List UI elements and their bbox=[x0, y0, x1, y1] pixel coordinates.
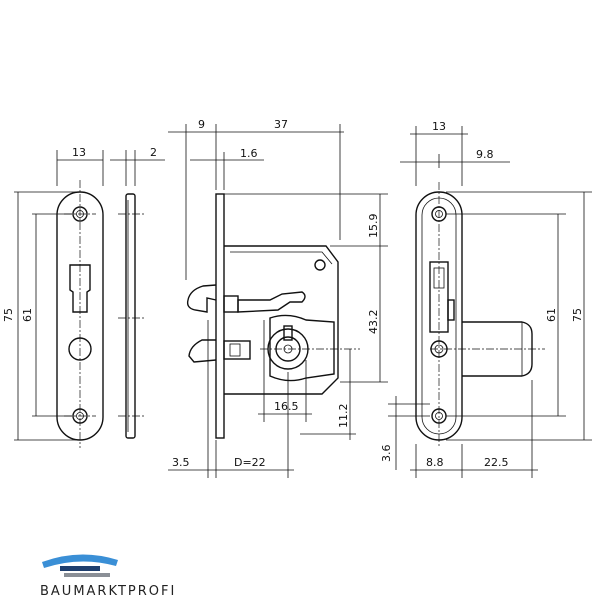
dim-right-offset: 9.8 bbox=[476, 148, 494, 161]
dim-front-height: 75 bbox=[2, 308, 15, 322]
logo-text: BAUMARKTPROFI bbox=[40, 584, 176, 599]
baumarktprofi-logo: BAUMARKTPROFI bbox=[40, 554, 176, 599]
bolt-view bbox=[415, 182, 545, 448]
dim-right-height: 75 bbox=[571, 308, 584, 322]
front-top-hole bbox=[72, 206, 88, 222]
dim-backset-left: 9 bbox=[198, 118, 205, 131]
latch-slot bbox=[69, 264, 91, 313]
faceplate-edge bbox=[215, 193, 225, 439]
dim-key-width: 16.5 bbox=[274, 400, 299, 413]
dim-key-offset: 11.2 bbox=[337, 404, 350, 429]
dim-plate-offset: 1.6 bbox=[240, 147, 258, 160]
dim-backset: D=22 bbox=[234, 456, 266, 469]
hook-latch bbox=[186, 284, 217, 313]
side-plate bbox=[125, 193, 136, 439]
case-screw bbox=[314, 259, 326, 271]
dim-front-hole-spacing: 61 bbox=[21, 308, 34, 322]
dim-right-width: 13 bbox=[432, 120, 446, 133]
logo-roof-icon bbox=[42, 554, 118, 568]
lock-case bbox=[224, 245, 339, 395]
lock-body-dimensions: 9 37 1.6 15.9 43.2 16.5 11.2 3.5 D=22 bbox=[168, 118, 388, 478]
dim-case-depth: 37 bbox=[274, 118, 288, 131]
lower-bolt bbox=[188, 339, 217, 363]
dim-side-thickness: 2 bbox=[150, 146, 157, 159]
dim-top-offset: 15.9 bbox=[367, 214, 380, 239]
dim-case-height: 43.2 bbox=[367, 310, 380, 335]
dim-bolt-throw: 22.5 bbox=[484, 456, 509, 469]
logo-bar-gray bbox=[64, 573, 110, 577]
logo-bar-dark bbox=[60, 566, 100, 571]
dim-plate-edge: 3.5 bbox=[172, 456, 190, 469]
front-view-dimensions: 13 75 61 bbox=[2, 146, 104, 441]
cylinder-housing bbox=[269, 314, 335, 382]
dim-bottom-offset: 3.6 bbox=[380, 445, 393, 463]
dim-bolt-base: 8.8 bbox=[426, 456, 444, 469]
side-plate-view: 2 bbox=[110, 146, 165, 439]
front-plate-view bbox=[56, 180, 104, 448]
dim-right-hole-spacing: 61 bbox=[545, 308, 558, 322]
dim-front-width: 13 bbox=[72, 146, 86, 159]
bolt-view-dimensions: 13 9.8 61 75 3.6 8.8 22.5 bbox=[380, 120, 592, 478]
